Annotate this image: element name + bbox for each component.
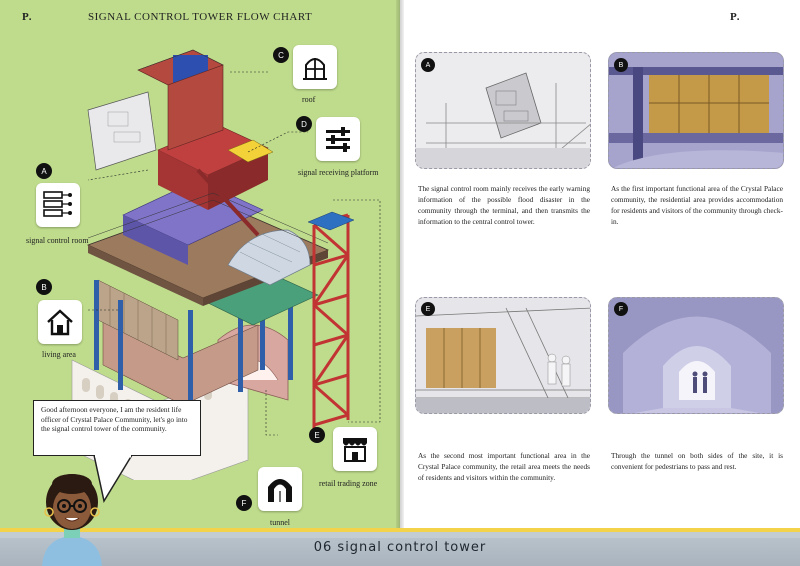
sliders-icon <box>326 127 350 152</box>
paragraph-signal-control-room: The signal control room mainly receives … <box>418 184 590 226</box>
photo-tunnel <box>608 297 784 414</box>
photo-letter-f: F <box>614 302 628 316</box>
callout-label-control-room: signal control room <box>26 236 89 245</box>
paragraph-residential-area: As the first important functional area o… <box>611 184 783 226</box>
footer-stripe <box>0 528 800 532</box>
callout-letter-a: A <box>36 163 52 179</box>
photo-letter-b: B <box>614 58 628 72</box>
photo-residential-area <box>608 52 784 169</box>
callout-label-living-area: living area <box>42 350 76 359</box>
living-area-icon-box <box>38 300 82 344</box>
book-gutter <box>396 0 404 566</box>
page-title: SIGNAL CONTROL TOWER FLOW CHART <box>88 11 313 23</box>
house-icon <box>47 309 73 336</box>
footer-band-dark <box>0 538 800 566</box>
speech-bubble: Good afternoon everyone, I am the reside… <box>33 400 201 456</box>
storefront-icon <box>343 438 367 462</box>
control-room-icon-box <box>36 183 80 227</box>
footer-title: 06 signal control tower <box>313 540 487 555</box>
left-page: P. SIGNAL CONTROL TOWER FLOW CHART <box>0 0 400 566</box>
callout-letter-c: C <box>273 47 289 63</box>
speech-bubble-tail <box>93 455 133 503</box>
photo-letter-e: E <box>421 302 435 316</box>
paragraph-retail-area: As the second most important functional … <box>418 451 590 482</box>
callout-letter-e: E <box>309 427 325 443</box>
callout-label-roof: roof <box>302 95 316 104</box>
callout-label-tunnel: tunnel <box>270 518 290 527</box>
photo-retail-area <box>415 297 591 414</box>
callout-label-platform: signal receiving platform <box>298 168 379 177</box>
avatar <box>42 474 102 566</box>
tunnel-icon <box>268 479 292 502</box>
right-page: P. A The signal contro <box>400 0 800 566</box>
callout-label-retail: retail trading zone <box>319 479 378 488</box>
tunnel-icon-box <box>258 467 302 511</box>
callout-letter-b: B <box>36 279 52 295</box>
platform-icon-box <box>316 117 360 161</box>
page-marker-left: P. <box>22 11 33 23</box>
arch-window-icon <box>303 58 327 80</box>
photo-letter-a: A <box>421 58 435 72</box>
roof-icon-box <box>293 45 337 89</box>
callout-letter-d: D <box>296 116 312 132</box>
retail-icon-box <box>333 427 377 471</box>
paragraph-tunnel: Through the tunnel on both sides of the … <box>611 451 783 471</box>
callout-letter-f: F <box>236 495 252 511</box>
page-marker-right: P. <box>730 11 741 23</box>
server-network-icon <box>43 191 72 217</box>
photo-signal-control-room <box>415 52 591 169</box>
